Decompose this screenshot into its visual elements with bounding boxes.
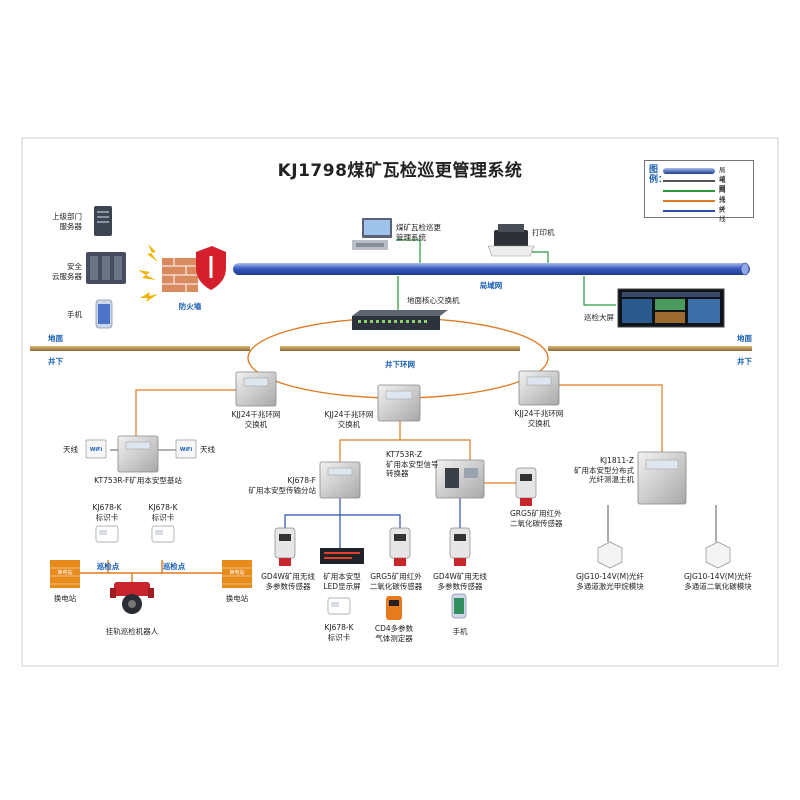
underground-label-right: 井下 xyxy=(737,357,752,366)
lightning-icon xyxy=(138,244,158,302)
charging-station-left-sign: 换电站 xyxy=(57,570,73,576)
id-card-2-icon xyxy=(151,525,175,543)
fiber-host-label: KJ1811-Z 矿用本安型分布式 光纤测温主机 xyxy=(574,456,634,484)
gjg-module-2-icon xyxy=(705,541,731,569)
robot-icon xyxy=(110,582,154,614)
checkpoint-2-label: 巡检点 xyxy=(162,562,186,571)
id-card-2-label: KJ678-K 标识卡 xyxy=(148,503,178,522)
ring-switch-2-label: KJJ24千兆环网 交换机 xyxy=(324,410,374,429)
bus-links xyxy=(284,498,461,548)
page-frame xyxy=(21,137,779,667)
base-station-label: KT753R-F矿用本安型基站 xyxy=(94,476,182,485)
phone-label: 手机 xyxy=(67,310,82,319)
gd4w-sensor-1-label: GD4W矿用无线 多参数传感器 xyxy=(261,572,315,591)
splitter-label: KJ678-F 矿用本安型传输分站 xyxy=(248,476,317,495)
charging-station-right-sign: 换电站 xyxy=(229,570,245,576)
legend: 图例： 局域网 电缆 网线 光纤 天线 xyxy=(644,160,754,223)
underground-label-left: 井下 xyxy=(48,357,63,366)
charging-station-left-label: 换电站 xyxy=(53,594,77,603)
antenna-left-icon xyxy=(85,439,107,459)
gd4w-sensor-2-icon xyxy=(449,527,471,566)
ring-switch-1-label: KJJ24千兆环网 交换机 xyxy=(231,410,281,429)
ground-label-left: 地面 xyxy=(48,334,63,343)
diagram-title: KJ1798煤矿瓦检巡更管理系统 xyxy=(277,161,523,181)
fiber-host-icon xyxy=(637,451,687,505)
id-card-1-label: KJ678-K 标识卡 xyxy=(92,503,122,522)
antenna-left-label: 天线 xyxy=(63,445,78,454)
phone-2-icon xyxy=(451,593,467,619)
cd4-detector-label: CD4多参数 气体测定器 xyxy=(374,624,414,643)
id-card-3-icon xyxy=(327,597,351,615)
splitter-icon xyxy=(319,461,361,499)
co2-sensor-top-icon xyxy=(515,467,537,506)
converter-icon xyxy=(435,459,485,499)
fiber-links xyxy=(135,318,663,484)
printer-label: 打印机 xyxy=(532,228,555,237)
upper-server-label: 上级部门 服务器 xyxy=(52,212,82,231)
cloud-server-icon xyxy=(86,252,126,284)
grg5-sensor-label: GRG5矿用红外 二氧化碳传感器 xyxy=(369,572,423,591)
id-card-1-icon xyxy=(95,525,119,543)
gjg-module-1-label: GJG10-14V(M)光纤 多通道激光甲烷模块 xyxy=(575,572,645,591)
charging-station-right-label: 换电站 xyxy=(225,594,249,603)
gjg-module-1-icon xyxy=(597,541,623,569)
robot-track xyxy=(80,560,222,582)
led-display-label: 矿用本安型 LED显示屏 xyxy=(323,572,361,591)
gd4w-sensor-2-label: GD4W矿用无线 多参数传感器 xyxy=(433,572,487,591)
ground-divider xyxy=(30,346,752,351)
cloud-server-label: 安全 云服务器 xyxy=(52,262,82,281)
big-screen-icon xyxy=(617,288,725,328)
phone-2-label: 手机 xyxy=(452,627,468,636)
gjg-module-2-label: GJG10-14V(M)光纤 多通道二氧化碳模块 xyxy=(683,572,753,591)
charging-station-left-icon xyxy=(50,560,80,588)
ring-switch-1-icon xyxy=(235,371,277,407)
firewall-icon xyxy=(162,246,226,292)
core-switch-label: 地面核心交换机 xyxy=(407,296,460,305)
ring-switch-3-icon xyxy=(518,370,560,406)
ring-switch-2-icon xyxy=(377,384,421,422)
management-computer-icon xyxy=(352,218,392,250)
cd4-detector-icon xyxy=(386,596,402,620)
led-display-icon xyxy=(320,548,364,564)
printer-icon xyxy=(487,224,535,257)
wifi-tag-right: WiFi xyxy=(179,447,193,453)
antenna-right-label: 天线 xyxy=(200,445,215,454)
phone-icon xyxy=(95,299,113,329)
firewall-label: 防火墙 xyxy=(178,302,202,311)
core-switch-icon xyxy=(352,310,448,330)
ring-switch-3-label: KJJ24千兆环网 交换机 xyxy=(514,409,564,428)
converter-label: KT753R-Z 矿用本安型信号 转换器 xyxy=(386,450,439,478)
checkpoint-1-label: 巡检点 xyxy=(96,562,120,571)
robot-label: 挂轨巡检机器人 xyxy=(105,627,159,636)
lan-label: 局域网 xyxy=(479,281,503,290)
antenna-right-icon xyxy=(175,439,197,459)
grg5-sensor-icon xyxy=(389,527,411,566)
upper-server-icon xyxy=(94,206,112,236)
legend-title: 图例： xyxy=(649,165,668,185)
ground-label-right: 地面 xyxy=(737,334,752,343)
wifi-tag-left: WiFi xyxy=(89,447,103,453)
id-card-3-label: KJ678-K 标识卡 xyxy=(324,623,354,642)
lan-backbone xyxy=(233,262,750,276)
co2-sensor-top-label: GRG5矿用红外 二氧化碳传感器 xyxy=(510,509,563,528)
charging-station-right-icon xyxy=(222,560,252,588)
base-station-icon xyxy=(117,435,159,473)
big-screen-label: 巡检大屏 xyxy=(584,313,614,322)
gd4w-sensor-1-icon xyxy=(274,527,296,566)
network-links xyxy=(396,239,616,310)
management-system-label: 煤矿瓦检巡更 管理系统 xyxy=(396,223,441,242)
ring-label: 井下环网 xyxy=(385,360,415,369)
